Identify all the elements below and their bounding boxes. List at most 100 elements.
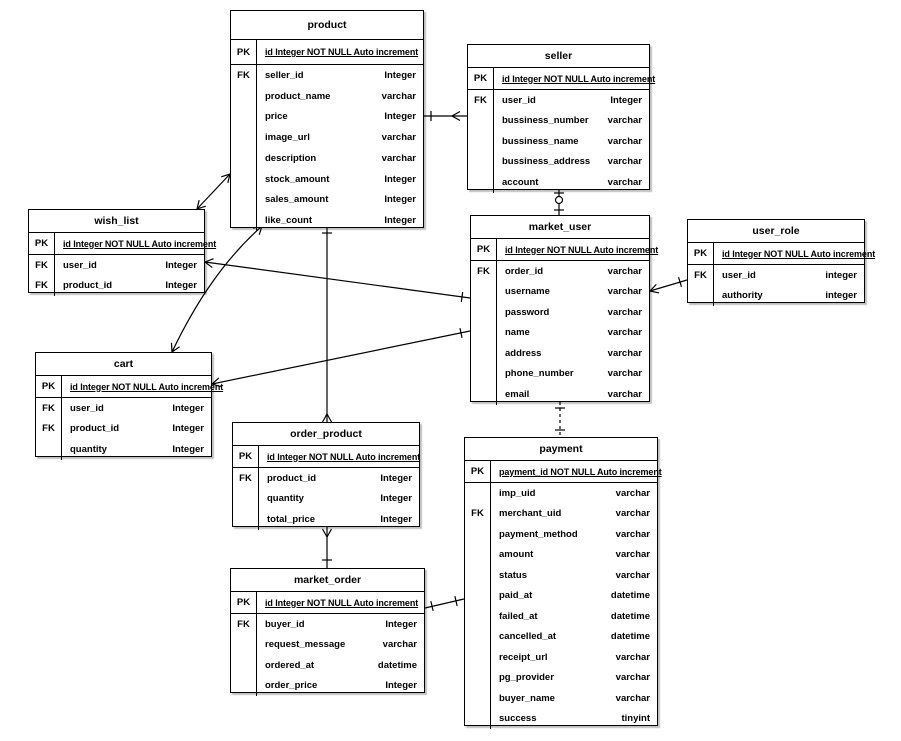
field-name: description xyxy=(265,152,317,164)
key-cell xyxy=(471,322,497,343)
relationship-product-seller xyxy=(424,110,467,122)
field-name: bussiness_address xyxy=(502,156,591,168)
field-row-payment-status: status varchar xyxy=(465,565,657,586)
field-row-payment-merchant_uid: FK merchant_uid varchar xyxy=(465,503,657,524)
relationship-line xyxy=(196,173,231,210)
field-type: varchar xyxy=(615,672,650,684)
relationship-line xyxy=(211,330,471,385)
key-cell: FK xyxy=(29,255,55,276)
field-type: varchar xyxy=(615,549,650,561)
field-name: user_id xyxy=(502,94,536,106)
field-type: datetime xyxy=(610,610,650,622)
field-type: Integer xyxy=(172,402,204,414)
key-cell xyxy=(36,439,62,460)
field-name: merchant_uid xyxy=(499,508,562,520)
table-title-product: product xyxy=(231,11,423,40)
field-name: email xyxy=(505,388,530,400)
key-cell: FK xyxy=(465,503,491,524)
key-cell xyxy=(471,384,497,405)
table-title-order_product: order_product xyxy=(233,423,419,446)
zero-circle-marker xyxy=(554,195,564,205)
key-cell xyxy=(231,106,257,128)
key-cell: FK xyxy=(36,398,62,419)
field-name: id Integer NOT NULL Auto increment xyxy=(505,244,659,255)
field-type: tinyint xyxy=(621,713,651,725)
field-name: total_price xyxy=(267,513,316,525)
field-name: failed_at xyxy=(499,610,538,622)
arrowhead-marker xyxy=(321,528,333,539)
field-name: order_id xyxy=(505,265,544,277)
key-cell xyxy=(233,488,259,509)
field-name: product_id xyxy=(70,423,120,435)
key-cell xyxy=(465,708,491,729)
field-type: integer xyxy=(825,269,857,281)
key-cell xyxy=(471,281,497,302)
key-cell xyxy=(231,634,257,655)
one-tick-marker xyxy=(430,600,434,612)
field-name: id Integer NOT NULL Auto increment xyxy=(502,73,656,84)
relationship-cart-market_user xyxy=(210,327,471,388)
arrowhead-marker xyxy=(648,283,660,294)
field-type: varchar xyxy=(615,569,650,581)
one-tick-marker xyxy=(459,327,463,339)
relationship-order_product-market_order xyxy=(321,527,333,568)
field-name: buyer_id xyxy=(265,618,305,630)
key-cell xyxy=(231,675,257,696)
table-title-payment: payment xyxy=(465,438,657,461)
key-cell xyxy=(688,285,714,306)
field-name: product_id xyxy=(63,280,113,292)
field-name: user_id xyxy=(722,269,756,281)
arrowhead-marker xyxy=(203,258,214,269)
field-row-market_user-email: email varchar xyxy=(471,384,649,405)
field-type: Integer xyxy=(380,513,412,525)
relationship-wish_list-product xyxy=(196,173,231,210)
key-cell xyxy=(465,565,491,586)
key-cell xyxy=(471,363,497,384)
field-name: bussiness_name xyxy=(502,135,579,147)
field-type: Integer xyxy=(384,69,416,81)
field-type: varchar xyxy=(381,90,416,102)
field-type: datetime xyxy=(610,590,650,602)
key-cell: PK xyxy=(231,592,257,613)
key-cell: PK xyxy=(36,376,62,397)
key-cell: PK xyxy=(468,68,494,89)
field-name: imp_uid xyxy=(499,487,536,499)
field-type: integer xyxy=(825,290,857,302)
field-type: varchar xyxy=(615,528,650,540)
field-type: varchar xyxy=(607,156,642,168)
field-name: status xyxy=(499,569,527,581)
field-name: id Integer NOT NULL Auto increment xyxy=(265,597,419,608)
field-type: varchar xyxy=(615,508,650,520)
field-type: varchar xyxy=(607,388,642,400)
field-name: sales_amount xyxy=(265,194,329,206)
